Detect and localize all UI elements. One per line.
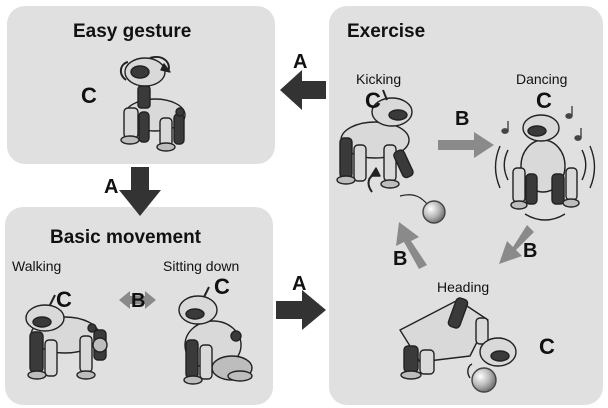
arrow-b-label-dance-to-head: B bbox=[523, 240, 538, 262]
arrow-heading-to-kicking bbox=[396, 222, 427, 269]
kicking-label: Kicking bbox=[356, 71, 402, 87]
arrow-a-label-exercise-to-easy: A bbox=[293, 51, 308, 73]
robot-sitting-down-illustration bbox=[178, 286, 253, 385]
arrow-basic-movement-to-exercise bbox=[276, 290, 326, 330]
arrow-a-label-easy-to-basic: A bbox=[104, 176, 119, 198]
arrow-b-label-head-to-kick: B bbox=[393, 248, 408, 270]
walking-state-c: C bbox=[56, 287, 72, 312]
robot-easy-gesture-illustration bbox=[120, 56, 186, 152]
robot-heading-illustration bbox=[399, 297, 517, 393]
arrow-b-label-walk-sit: B bbox=[131, 290, 146, 312]
walking-label: Walking bbox=[12, 258, 62, 274]
arrow-a-label-basic-to-exercise: A bbox=[292, 273, 307, 295]
music-note-icon bbox=[501, 106, 582, 141]
robot-dancing-illustration bbox=[494, 114, 596, 221]
basic-movement-title: Basic movement bbox=[50, 227, 202, 248]
kicking-state-c: C bbox=[365, 88, 381, 113]
heading-label: Heading bbox=[437, 279, 490, 295]
sitting-down-state-c: C bbox=[214, 274, 230, 299]
arrow-kicking-to-dancing bbox=[438, 132, 494, 158]
easy-gesture-title: Easy gesture bbox=[73, 21, 192, 42]
arrow-exercise-to-easy-gesture bbox=[280, 70, 326, 110]
easy-gesture-state-c: C bbox=[81, 83, 97, 108]
exercise-title: Exercise bbox=[347, 21, 426, 42]
dancing-state-c: C bbox=[536, 88, 552, 113]
arrow-easy-gesture-to-basic-movement bbox=[119, 167, 161, 216]
dancing-label: Dancing bbox=[516, 71, 568, 87]
arrow-walking-sitting-bidirectional bbox=[119, 291, 156, 309]
robot-walking-illustration bbox=[25, 294, 108, 380]
sitting-down-label: Sitting down bbox=[163, 258, 240, 274]
arrow-b-label-kick-to-dance: B bbox=[455, 108, 470, 130]
robot-kicking-illustration bbox=[336, 89, 446, 224]
heading-state-c: C bbox=[539, 334, 555, 359]
arrow-dancing-to-heading bbox=[499, 225, 534, 264]
